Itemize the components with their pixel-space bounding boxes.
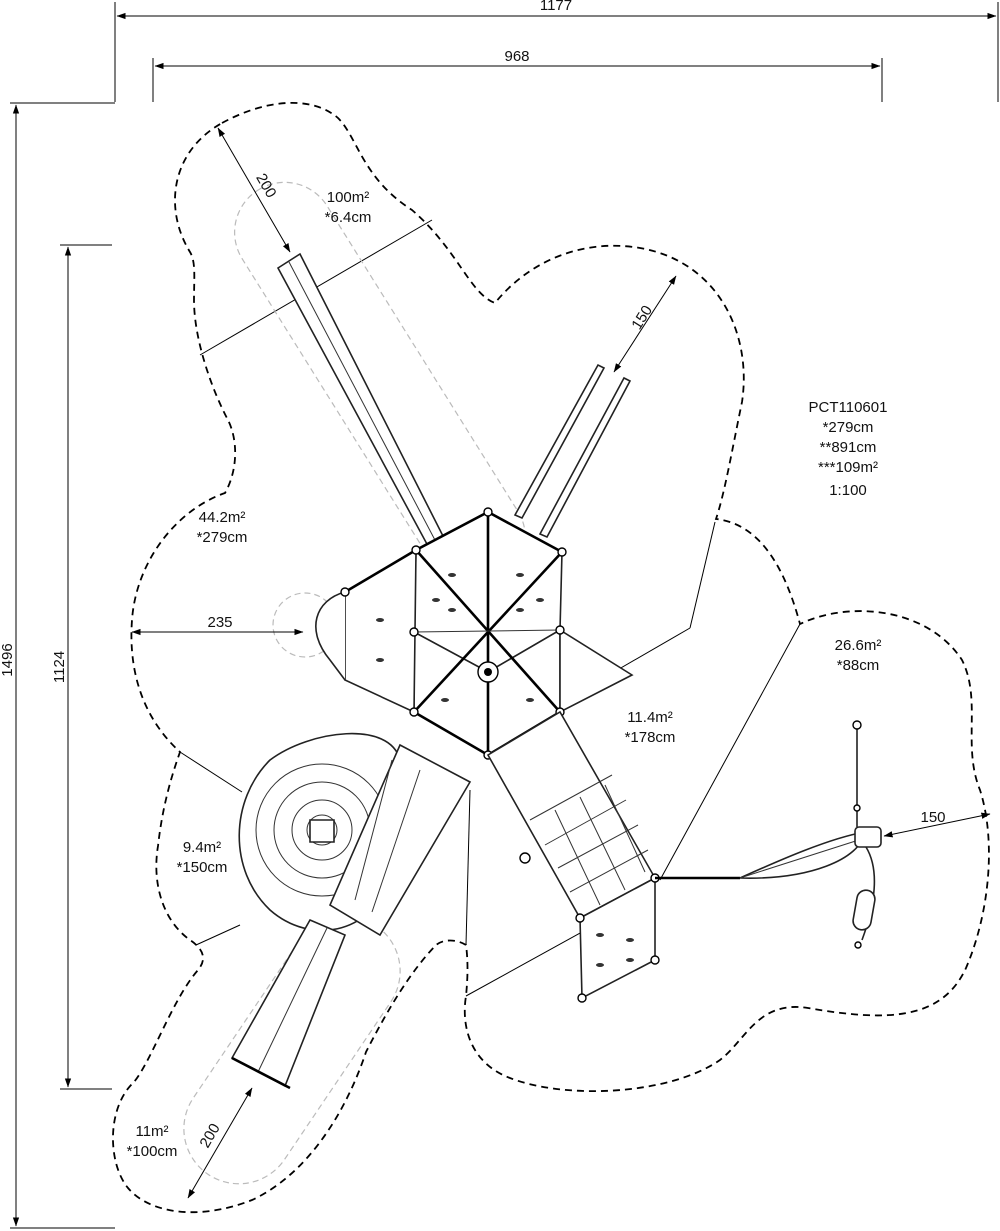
straight-slide-top xyxy=(276,252,446,548)
clearance-top-poles-label: 150 xyxy=(628,302,656,332)
zone-label-left: 44.2m² *279cm xyxy=(197,509,248,546)
clearance-left-label: 235 xyxy=(207,614,232,631)
clearance-right-label: 150 xyxy=(920,809,945,826)
clearance-top-slide: 200 xyxy=(217,127,291,253)
svg-text:*178cm: *178cm xyxy=(625,729,676,746)
net-bridge xyxy=(486,710,660,1003)
svg-text:11m²: 11m² xyxy=(135,1123,168,1140)
zone-label-top: 100m² *6.4cm xyxy=(325,189,372,226)
zone-label-spiral: 9.4m² *150cm xyxy=(177,839,228,876)
climbing-poles xyxy=(513,363,632,539)
product-code: PCT110601 xyxy=(809,399,888,416)
clearance-top-slide-label: 200 xyxy=(252,171,279,201)
safety-zone-outline xyxy=(112,101,990,1214)
spec-line: *279cm xyxy=(823,419,874,436)
overall-width-label: 1177 xyxy=(540,0,572,14)
clearance-bottom-slide-label: 200 xyxy=(196,1121,223,1151)
svg-text:9.4m²: 9.4m² xyxy=(183,839,221,856)
product-info: PCT110601 *279cm **891cm ***109m² 1:100 xyxy=(809,399,888,499)
zone-label-center-right: 11.4m² *178cm xyxy=(625,709,676,746)
rope-and-spinner xyxy=(655,720,882,949)
zone-label-bottom: 11m² *100cm xyxy=(127,1123,178,1160)
overall-height-label: 1496 xyxy=(0,643,16,676)
spec-line: ***109m² xyxy=(818,459,878,476)
equipment-width-label: 968 xyxy=(504,48,529,65)
equipment-height-dimension: 1124 xyxy=(51,244,112,1090)
svg-text:*100cm: *100cm xyxy=(127,1143,178,1160)
overall-height-dimension: 1496 xyxy=(0,102,115,1229)
svg-text:*6.4cm: *6.4cm xyxy=(325,209,372,226)
clearance-left: 235 xyxy=(131,614,304,636)
svg-text:44.2m²: 44.2m² xyxy=(199,509,246,526)
clearance-top-poles: 150 xyxy=(613,275,677,373)
zone-label-right: 26.6m² *88cm xyxy=(835,637,882,674)
svg-text:26.6m²: 26.6m² xyxy=(835,637,882,654)
spiral-tube-slide xyxy=(238,732,472,937)
svg-text:11.4m²: 11.4m² xyxy=(627,709,673,726)
scale-label: 1:100 xyxy=(829,482,867,499)
spec-line: **891cm xyxy=(820,439,877,456)
overall-width-dimension: 1177 xyxy=(114,0,999,102)
clearance-bottom-slide: 200 xyxy=(187,1087,253,1199)
svg-text:*150cm: *150cm xyxy=(177,859,228,876)
clearance-right: 150 xyxy=(883,809,991,838)
equipment-height-label: 1124 xyxy=(51,651,68,683)
equipment-width-dimension: 968 xyxy=(152,48,883,102)
svg-text:100m²: 100m² xyxy=(327,189,370,206)
svg-text:*88cm: *88cm xyxy=(837,657,880,674)
hexagonal-tower xyxy=(315,507,634,760)
straight-slide-bottom xyxy=(230,918,347,1090)
svg-text:*279cm: *279cm xyxy=(197,529,248,546)
